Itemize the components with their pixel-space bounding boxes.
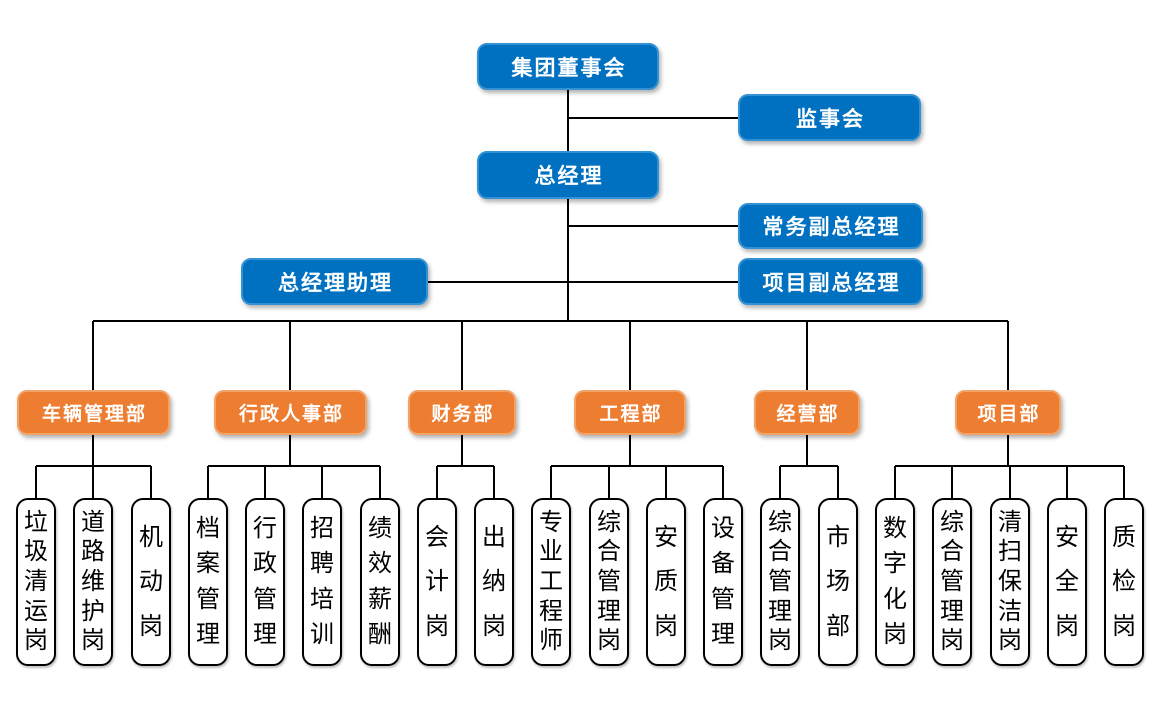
position-box-mobile: 机动岗 — [131, 498, 171, 666]
node-board: 集团董事会 — [477, 43, 659, 90]
position-box-general-management-proj: 综合管理岗 — [932, 498, 972, 666]
dept-finance: 财务部 — [408, 390, 516, 435]
position-box-digitalization: 数字化岗 — [875, 498, 915, 666]
position-box-recruit-training: 招聘培训 — [302, 498, 342, 666]
position-box-road-maintenance: 道路维护岗 — [73, 498, 113, 666]
position-box-equipment: 设备管理 — [703, 498, 743, 666]
position-box-performance-pay: 绩效薪酬 — [360, 498, 400, 666]
dept-admin-hr: 行政人事部 — [214, 390, 367, 435]
dept-projects: 项目部 — [955, 390, 1061, 435]
dept-vehicle-management: 车辆管理部 — [17, 390, 170, 435]
position-box-general-management-ops: 综合管理岗 — [760, 498, 800, 666]
position-box-safety: 安全岗 — [1047, 498, 1087, 666]
position-box-professional-engineer: 专业工程师 — [531, 498, 571, 666]
node-project-deputy-gm: 项目副总经理 — [738, 258, 923, 305]
position-box-accounting: 会计岗 — [417, 498, 457, 666]
position-box-cashier: 出纳岗 — [474, 498, 514, 666]
position-box-admin-management: 行政管理 — [245, 498, 285, 666]
node-general-manager: 总经理 — [477, 151, 659, 199]
position-box-cleaning: 清扫保洁岗 — [990, 498, 1030, 666]
node-supervisory-board: 监事会 — [738, 94, 921, 141]
node-gm-assistant: 总经理助理 — [241, 258, 428, 305]
dept-operations: 经营部 — [754, 390, 860, 435]
position-box-safety-quality: 安质岗 — [646, 498, 686, 666]
position-box-quality-inspection: 质检岗 — [1104, 498, 1144, 666]
dept-engineering: 工程部 — [574, 390, 686, 435]
position-box-archives: 档案管理 — [188, 498, 228, 666]
node-executive-deputy-gm: 常务副总经理 — [738, 203, 923, 249]
position-box-market: 市场部 — [818, 498, 858, 666]
position-box-garbage-collection: 垃圾清运岗 — [16, 498, 56, 666]
position-box-general-management-eng: 综合管理岗 — [589, 498, 629, 666]
